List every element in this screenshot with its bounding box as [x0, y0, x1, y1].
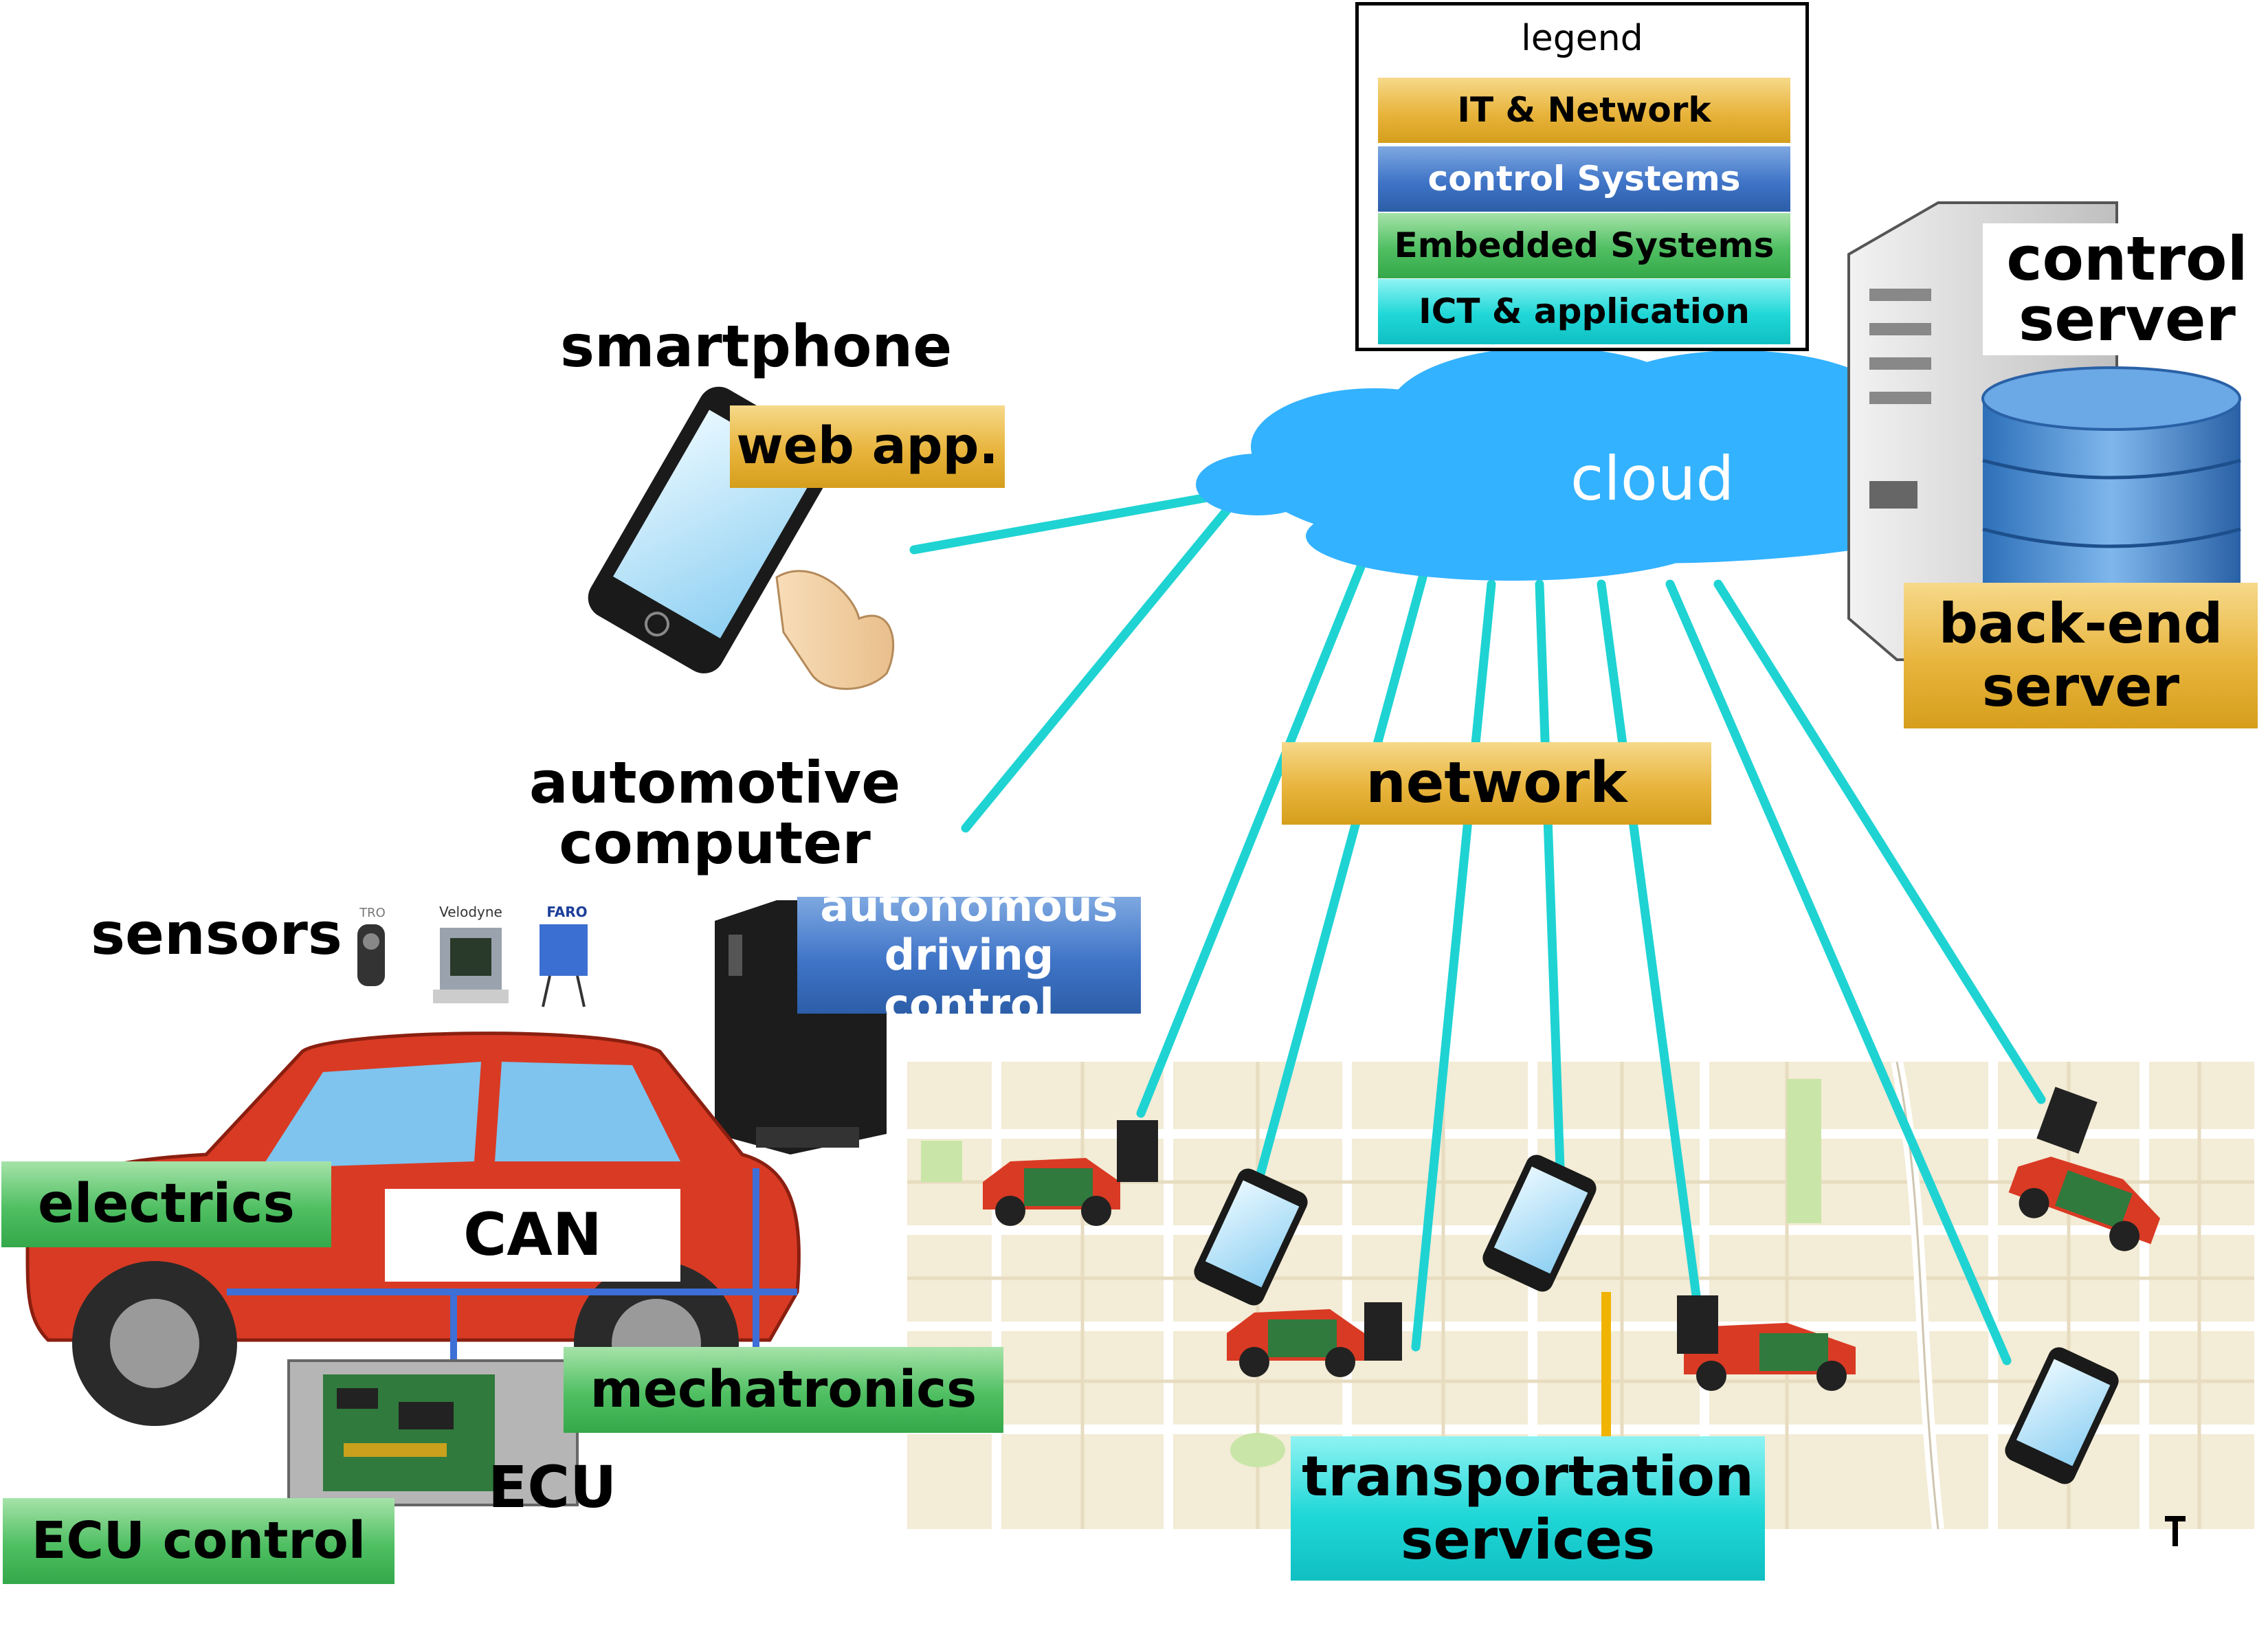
control-server-label: control server	[1983, 223, 2268, 355]
map-edge-mark	[2165, 1516, 2186, 1546]
legend-item-it-network: IT & Network	[1378, 78, 1790, 143]
ecu-board-image	[287, 1359, 579, 1506]
map-car-1	[983, 1158, 1120, 1226]
can-label: CAN	[385, 1189, 680, 1282]
map-car-4	[2008, 1157, 2161, 1251]
map-computer-3	[1677, 1295, 1718, 1354]
map-car-2	[1227, 1309, 1364, 1377]
map-phone-3	[2005, 1347, 2119, 1484]
tro-sensor-icon	[357, 924, 385, 986]
autonomous-driving-control-label: autonomous driving control	[797, 882, 1141, 1029]
web-app-label: web app.	[730, 405, 1005, 488]
mechatronics-label: mechatronics	[564, 1347, 1003, 1433]
legend-item-ict-application: ICT & application	[1378, 279, 1790, 344]
map-computer-2	[1364, 1302, 1402, 1361]
cloud-label: cloud	[1570, 443, 1735, 514]
legend-item-embedded-systems: Embedded Systems	[1378, 213, 1790, 278]
ecu-control-label: ECU control	[3, 1498, 394, 1584]
map-computer-1	[1117, 1120, 1158, 1182]
sensors-label: sensors	[91, 900, 342, 968]
hand-icon	[775, 570, 895, 690]
map-computer-4	[2036, 1086, 2098, 1154]
map-phone-2	[1482, 1155, 1597, 1292]
network-label: network	[1282, 742, 1711, 825]
electrics-label: electrics	[1, 1161, 331, 1247]
sensor-brand-velodyne: Velodyne	[439, 904, 502, 920]
sensor-brand-faro: FARO	[546, 904, 587, 920]
sensor-brand-tro: TRO	[359, 906, 386, 920]
legend-title: legend	[1521, 18, 1643, 59]
network-links	[909, 480, 2046, 1365]
automotive-computer-label: automotive computer	[529, 749, 901, 878]
map-car-3	[1684, 1323, 1856, 1391]
backend-server-label: back-end server	[1904, 583, 2258, 728]
legend-box: legend IT & Network control Systems Embe…	[1355, 2, 1809, 351]
can-bus-lines	[227, 1168, 797, 1361]
database-icon	[1981, 366, 2241, 591]
legend-item-control-systems: control Systems	[1378, 146, 1790, 212]
smartphone-label: smartphone	[560, 313, 953, 380]
cloud-shape	[1196, 347, 2027, 581]
velodyne-sensor-icon	[433, 928, 509, 1003]
ecu-label: ECU	[488, 1453, 617, 1521]
sensor-devices-image	[357, 924, 588, 1007]
map-phone-1	[1194, 1168, 1308, 1306]
faro-sensor-icon	[540, 924, 588, 1007]
transportation-services-label: transportation services	[1291, 1436, 1765, 1581]
